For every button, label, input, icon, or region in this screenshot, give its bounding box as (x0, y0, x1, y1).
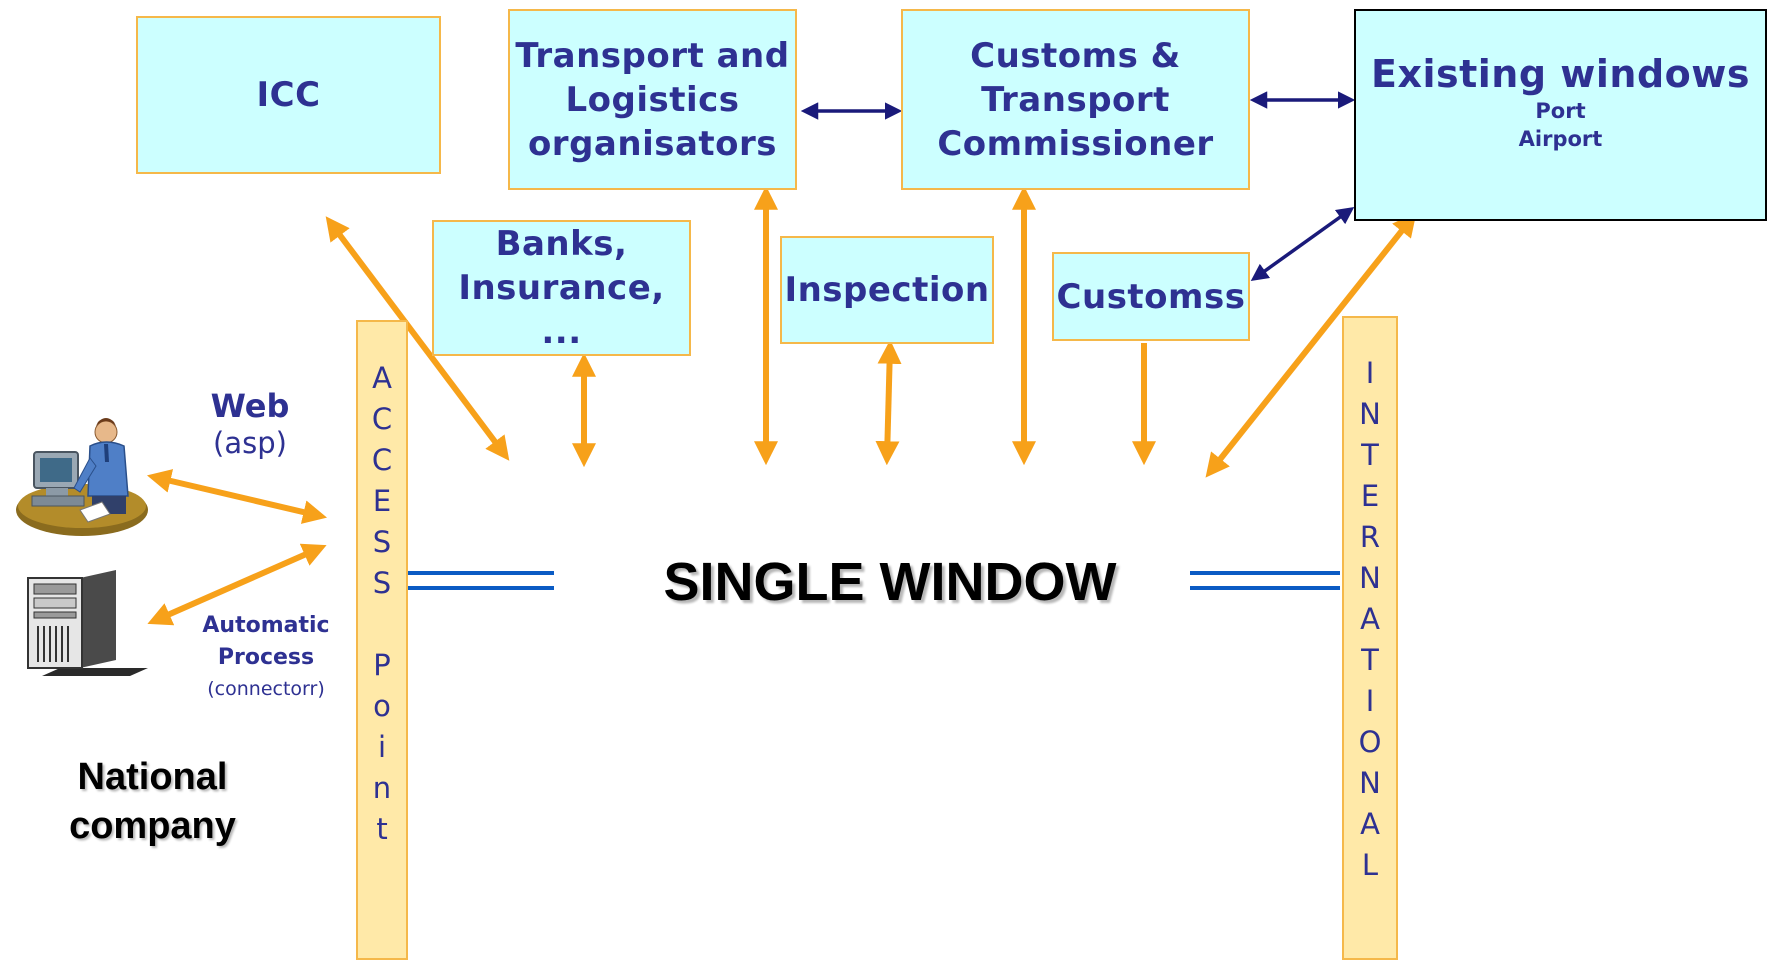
access-point-letter: C (371, 443, 393, 477)
link-access-window (404, 571, 554, 590)
international-letter: O (1358, 725, 1382, 759)
automatic-line1: Automatic (202, 613, 330, 638)
international-letter: T (1361, 438, 1379, 472)
arrow-customss-existing (1250, 206, 1355, 282)
existing-windows-title: Existing windows (1370, 52, 1750, 96)
existing-windows-airport: Airport (1518, 127, 1603, 151)
customs-transport-label: Customs & Transport Commissioner (937, 35, 1214, 164)
arrow-server-access (147, 543, 327, 626)
transport-logistics-label: Transport and Logistics organisators (515, 35, 790, 164)
customss-label: Customss (1056, 276, 1246, 317)
icc-box: ICC (136, 16, 441, 174)
existing-windows-box: Existing windows Port Airport (1354, 9, 1767, 221)
banks-label: Banks, Insurance, ... (458, 224, 665, 352)
international-letter: N (1359, 397, 1381, 431)
web-title: Web (210, 387, 290, 425)
international-letter: A (1360, 807, 1380, 841)
access-point-letter: i (377, 730, 387, 764)
international-letter: R (1359, 520, 1381, 554)
inspection-box: Inspection (780, 236, 994, 344)
link-window-international (1190, 571, 1340, 590)
arrow-inspection-window (875, 339, 902, 466)
arrow-icc-window (325, 216, 510, 461)
customss-box: Customss (1052, 252, 1250, 341)
existing-windows-port: Port (1535, 99, 1586, 123)
international-bar (1342, 316, 1398, 960)
access-point-letter: o (373, 689, 391, 723)
arrow-existing-window (1205, 212, 1417, 478)
automatic-label-group: Automatic Process (connectorr) (180, 610, 352, 704)
international-letter: N (1359, 766, 1381, 800)
access-point-bar (356, 320, 408, 960)
access-point-letter: S (372, 525, 392, 559)
office-worker-computer-icon (16, 418, 148, 536)
access-point-letter: P (373, 648, 391, 682)
access-point-letter: t (376, 812, 388, 846)
access-point-letter: A (372, 361, 392, 395)
inspection-label: Inspection (784, 270, 990, 310)
automatic-line2: Process (217, 645, 315, 670)
international-letter: I (1365, 356, 1375, 390)
single-window-title: SINGLE WINDOW (663, 552, 1117, 612)
access-point-letter: E (372, 484, 392, 518)
arrow-web-access (146, 469, 328, 524)
web-label-group: Web (asp) (185, 387, 315, 461)
banks-box: Banks, Insurance, ... (432, 220, 691, 356)
transport-logistics-box: Transport and Logistics organisators (508, 9, 797, 190)
international-letter: I (1365, 684, 1375, 718)
automatic-sub: (connectorr) (207, 678, 325, 700)
international-letter: L (1361, 848, 1379, 882)
icc-label: ICC (256, 75, 321, 115)
international-letter: T (1361, 643, 1379, 677)
access-point-letter: S (372, 566, 392, 600)
international-letter: N (1359, 561, 1381, 595)
national-company-label: National company (69, 756, 236, 847)
access-point-letter: n (372, 771, 392, 805)
access-point-letter: C (371, 402, 393, 436)
international-letter: E (1360, 479, 1380, 513)
customs-transport-box: Customs & Transport Commissioner (901, 9, 1250, 190)
web-sub: (asp) (213, 426, 287, 460)
international-letter: A (1360, 602, 1380, 636)
server-tower-icon (27, 570, 148, 676)
